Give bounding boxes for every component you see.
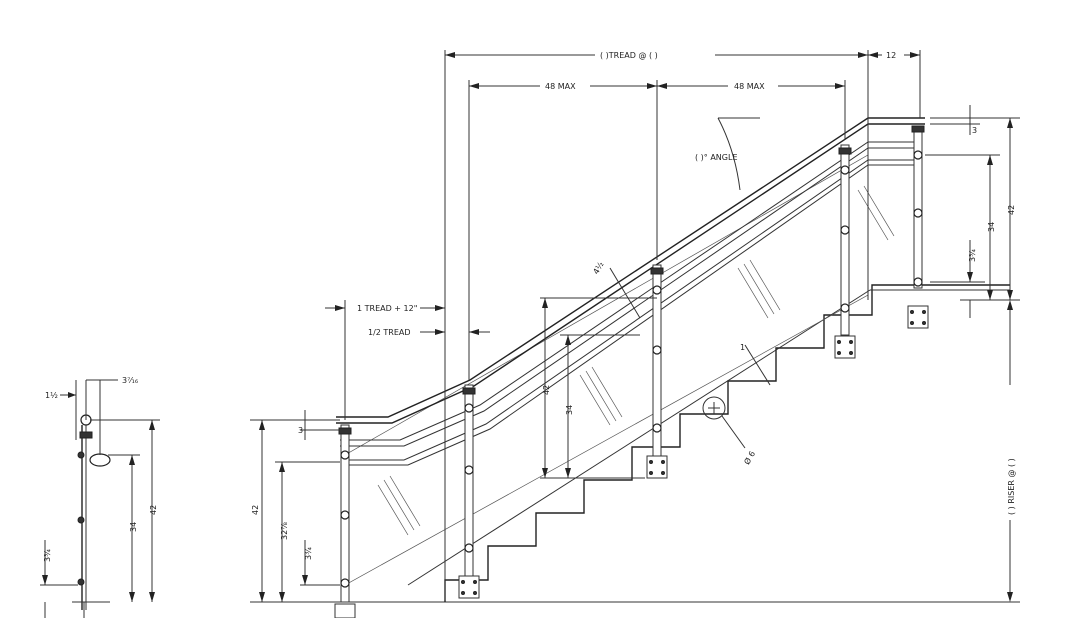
- detail-w2-label: 3⁷⁄₁₆: [122, 376, 138, 385]
- max-left-label: 48 MAX: [545, 82, 576, 91]
- max-right-label: 48 MAX: [734, 82, 765, 91]
- tread-span-label: ( )TREAD @ ( ): [600, 51, 658, 60]
- left-h3-label: 3: [298, 426, 303, 435]
- right-h3-label: 3: [972, 126, 977, 135]
- overhang-label: 12: [886, 51, 896, 60]
- post-3: [652, 264, 662, 466]
- riser-label: ( ) RISER @ ( ): [1007, 458, 1016, 515]
- detail-h3-34-label: 3¾: [43, 549, 52, 562]
- handrails: [336, 117, 925, 466]
- gap-label: 1: [740, 343, 745, 352]
- side-detail: [72, 414, 111, 618]
- left-h32-label: 32⅞: [280, 522, 289, 540]
- rail-offset-label: 4½: [591, 260, 605, 276]
- half-tread-label: 1/2 TREAD: [368, 328, 411, 337]
- diameter-label: Ø 6: [742, 449, 758, 466]
- stair-stringer: [407, 289, 871, 586]
- stair-steps: [444, 284, 1010, 602]
- posts: [340, 127, 923, 603]
- mid-h42-label: 42: [542, 385, 551, 395]
- base-plates: [334, 305, 929, 618]
- right-h34-label: 34: [987, 222, 996, 232]
- glass-reflection-marks: [377, 185, 895, 536]
- post-4: [840, 144, 850, 336]
- detail-w1-label: 1½: [45, 391, 58, 400]
- right-h42-label: 42: [1007, 205, 1016, 215]
- left-h3-34-label: 3¾: [304, 547, 313, 560]
- post-fittings: [338, 125, 925, 588]
- angle-label: ( )° ANGLE: [695, 153, 738, 162]
- tread-extension-label: 1 TREAD + 12": [357, 304, 417, 313]
- detail-h34-label: 34: [129, 522, 138, 532]
- mid-h34-label: 34: [565, 405, 574, 415]
- right-h3-34-label: 3¾: [968, 249, 977, 262]
- left-h42-label: 42: [251, 505, 260, 515]
- diameter-circle: [702, 396, 726, 420]
- detail-h42-label: 42: [149, 505, 158, 515]
- post-2: [464, 384, 474, 586]
